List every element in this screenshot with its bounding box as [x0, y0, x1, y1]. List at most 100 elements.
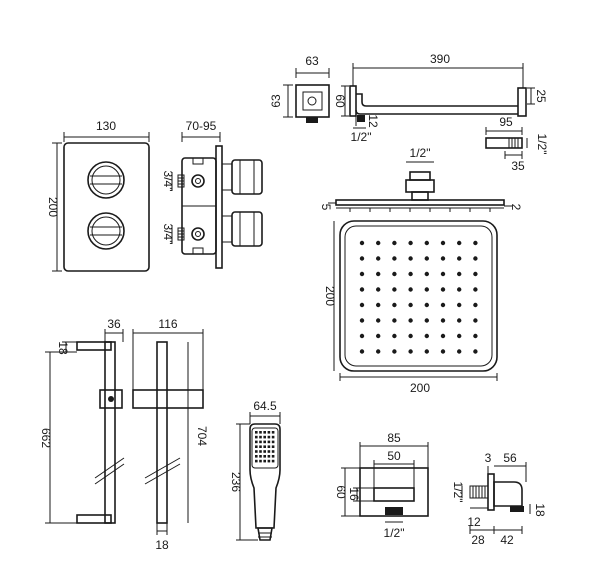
side-top-label: 3: [485, 451, 492, 465]
handset-nozzle-dot: [267, 459, 271, 463]
nozzle-dot: [473, 349, 478, 354]
handset-nozzle-dot: [271, 445, 275, 448]
rail-bottom-label: 18: [155, 538, 169, 552]
valve-depth-label: 70-95: [186, 119, 217, 133]
nozzle-dot: [424, 271, 429, 277]
side-width-label: 56: [503, 451, 517, 465]
nozzle-dot: [440, 256, 446, 261]
nozzle-dot: [376, 256, 381, 261]
nozzle-dot: [359, 349, 365, 354]
handset-nozzle-dot: [263, 445, 266, 448]
valve-thread-bottom-label: 3/4": [161, 224, 175, 245]
nozzle-dot: [424, 318, 429, 323]
handset-nozzle-dot: [271, 440, 275, 444]
outlet-inner-label: 50: [387, 449, 401, 463]
nozzle-dot: [376, 302, 381, 308]
arm-length-label: 390: [430, 52, 450, 66]
nozzle-dot: [424, 256, 429, 261]
riser-rail-side-view: 36 18 662: [39, 317, 125, 524]
nozzle-dot: [424, 349, 429, 354]
handset-width-label: 64.5: [253, 399, 277, 413]
nozzle-dot: [376, 349, 381, 354]
nozzle-dot: [473, 318, 478, 323]
elbow-thread-label: 1/2": [351, 130, 372, 144]
side-thread-label: 1/2": [451, 482, 465, 503]
nozzle-dot: [392, 271, 397, 277]
handset-nozzle-dot: [263, 440, 266, 444]
nozzle-dot: [424, 287, 429, 292]
wall-elbow-view: 63 63: [269, 54, 330, 123]
handset-view: 64.5 236: [229, 399, 281, 541]
nozzle-dot: [440, 302, 446, 308]
handset-nozzle-dot: [267, 431, 271, 434]
nozzle-dot: [359, 256, 365, 261]
arm-end-thread-label: 1/2": [535, 134, 549, 155]
elbow-thread-length-label: 12: [366, 114, 380, 128]
rail-total-label: 704: [195, 426, 209, 446]
nozzle-dot: [376, 318, 381, 323]
nozzle-dot: [457, 240, 462, 246]
nozzle-dot: [440, 349, 446, 354]
nozzle-dot: [473, 240, 478, 246]
handset-nozzle-dot: [255, 459, 258, 463]
handset-nozzle-dot: [263, 455, 266, 458]
nozzle-dot: [473, 271, 478, 277]
nozzle-dot: [440, 240, 446, 246]
handset-nozzle-dot: [255, 431, 258, 434]
rail-top-offset-label: 18: [56, 341, 70, 355]
elbow-width-label: 63: [305, 54, 319, 68]
wall-outlet-side-view: 3 56 1/2" 18 12 28 42: [451, 451, 547, 547]
side-depth-b-label: 42: [500, 533, 514, 547]
shower-head-side-view: 1/2" 5 2: [319, 146, 523, 212]
valve-side-view: 70-95 3/4" 3/4": [161, 119, 263, 269]
handset-nozzle-dot: [267, 445, 271, 448]
handset-nozzle-dot: [259, 459, 262, 463]
wall-outlet-front-view: 85 50 60 16 1/2": [334, 431, 429, 540]
nozzle-dot: [457, 271, 462, 277]
nozzle-dot: [473, 287, 478, 292]
nozzle-dot: [392, 302, 397, 308]
handset-nozzle-dot: [263, 431, 266, 434]
nozzle-dot: [457, 318, 462, 323]
handset-nozzle-dot: [267, 450, 271, 453]
handset-nozzle-dot: [255, 435, 258, 439]
handset-nozzle-dot: [267, 455, 271, 458]
handset-nozzle-dot: [267, 435, 271, 439]
handset-nozzle-dot: [255, 445, 258, 448]
head-width-label: 200: [410, 381, 430, 395]
nozzle-dot: [440, 271, 446, 277]
handset-nozzle-dot: [259, 445, 262, 448]
nozzle-dot: [473, 302, 478, 308]
side-depth-a-label: 28: [471, 533, 485, 547]
outlet-inner-height-label: 16: [347, 487, 361, 501]
handset-nozzle-dot: [263, 435, 266, 439]
arm-end-detail: 95 35 1/2": [485, 115, 549, 173]
outlet-height-label: 60: [334, 485, 348, 499]
nozzle-dot: [457, 256, 462, 261]
nozzle-dot: [473, 256, 478, 261]
handset-nozzle-dot: [255, 455, 258, 458]
handset-nozzle-dot: [271, 450, 275, 453]
arm-height-label: 25: [534, 89, 548, 103]
nozzle-dot: [408, 271, 413, 277]
valve-front-view: 130 200: [46, 119, 150, 272]
nozzle-dot: [424, 302, 429, 308]
nozzle-dot: [408, 333, 413, 339]
handset-nozzle-dot: [271, 455, 275, 458]
handset-nozzles: [255, 431, 275, 463]
nozzle-dot: [424, 333, 429, 339]
handset-nozzle-dot: [255, 440, 258, 444]
valve-bottom-handle: [87, 212, 125, 250]
nozzle-dot: [457, 349, 462, 354]
nozzle-dot: [408, 240, 413, 246]
nozzle-dot: [376, 333, 381, 339]
head-edge-thickness-label: 2: [509, 204, 523, 211]
nozzle-dot: [440, 333, 446, 339]
arm-end-depth-label: 35: [511, 159, 525, 173]
nozzle-dot: [392, 256, 397, 261]
shower-arm-view: 60 390 25 12 1/2": [333, 52, 548, 144]
valve-height-label: 200: [46, 197, 60, 217]
nozzle-dot: [408, 287, 413, 292]
shower-head-face-view: 200 200: [323, 220, 498, 395]
